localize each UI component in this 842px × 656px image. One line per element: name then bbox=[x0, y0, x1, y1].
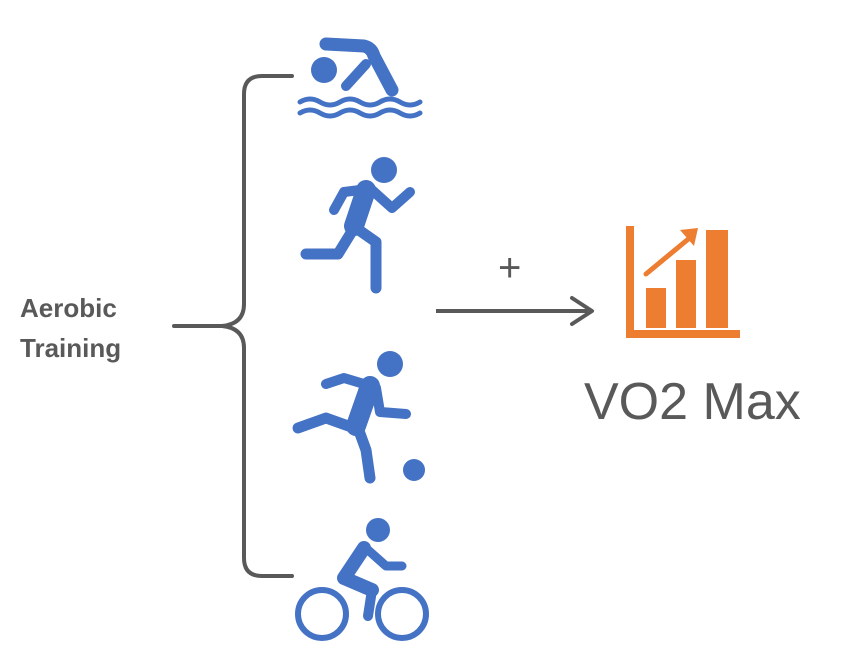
plus-symbol: + bbox=[498, 246, 522, 290]
arrow bbox=[436, 296, 594, 326]
swimming-icon bbox=[297, 37, 423, 119]
aerobic-training-label: Aerobic Training bbox=[20, 288, 170, 368]
soccer-icon bbox=[292, 351, 425, 484]
label-line-1: Aerobic bbox=[20, 293, 117, 323]
cycling-icon bbox=[295, 518, 429, 641]
running-icon bbox=[300, 157, 415, 294]
label-line-2: Training bbox=[20, 333, 122, 363]
vo2-max-title: VO2 Max bbox=[584, 373, 801, 431]
curly-brace bbox=[172, 74, 294, 578]
bar-chart-growth-icon bbox=[626, 226, 740, 338]
